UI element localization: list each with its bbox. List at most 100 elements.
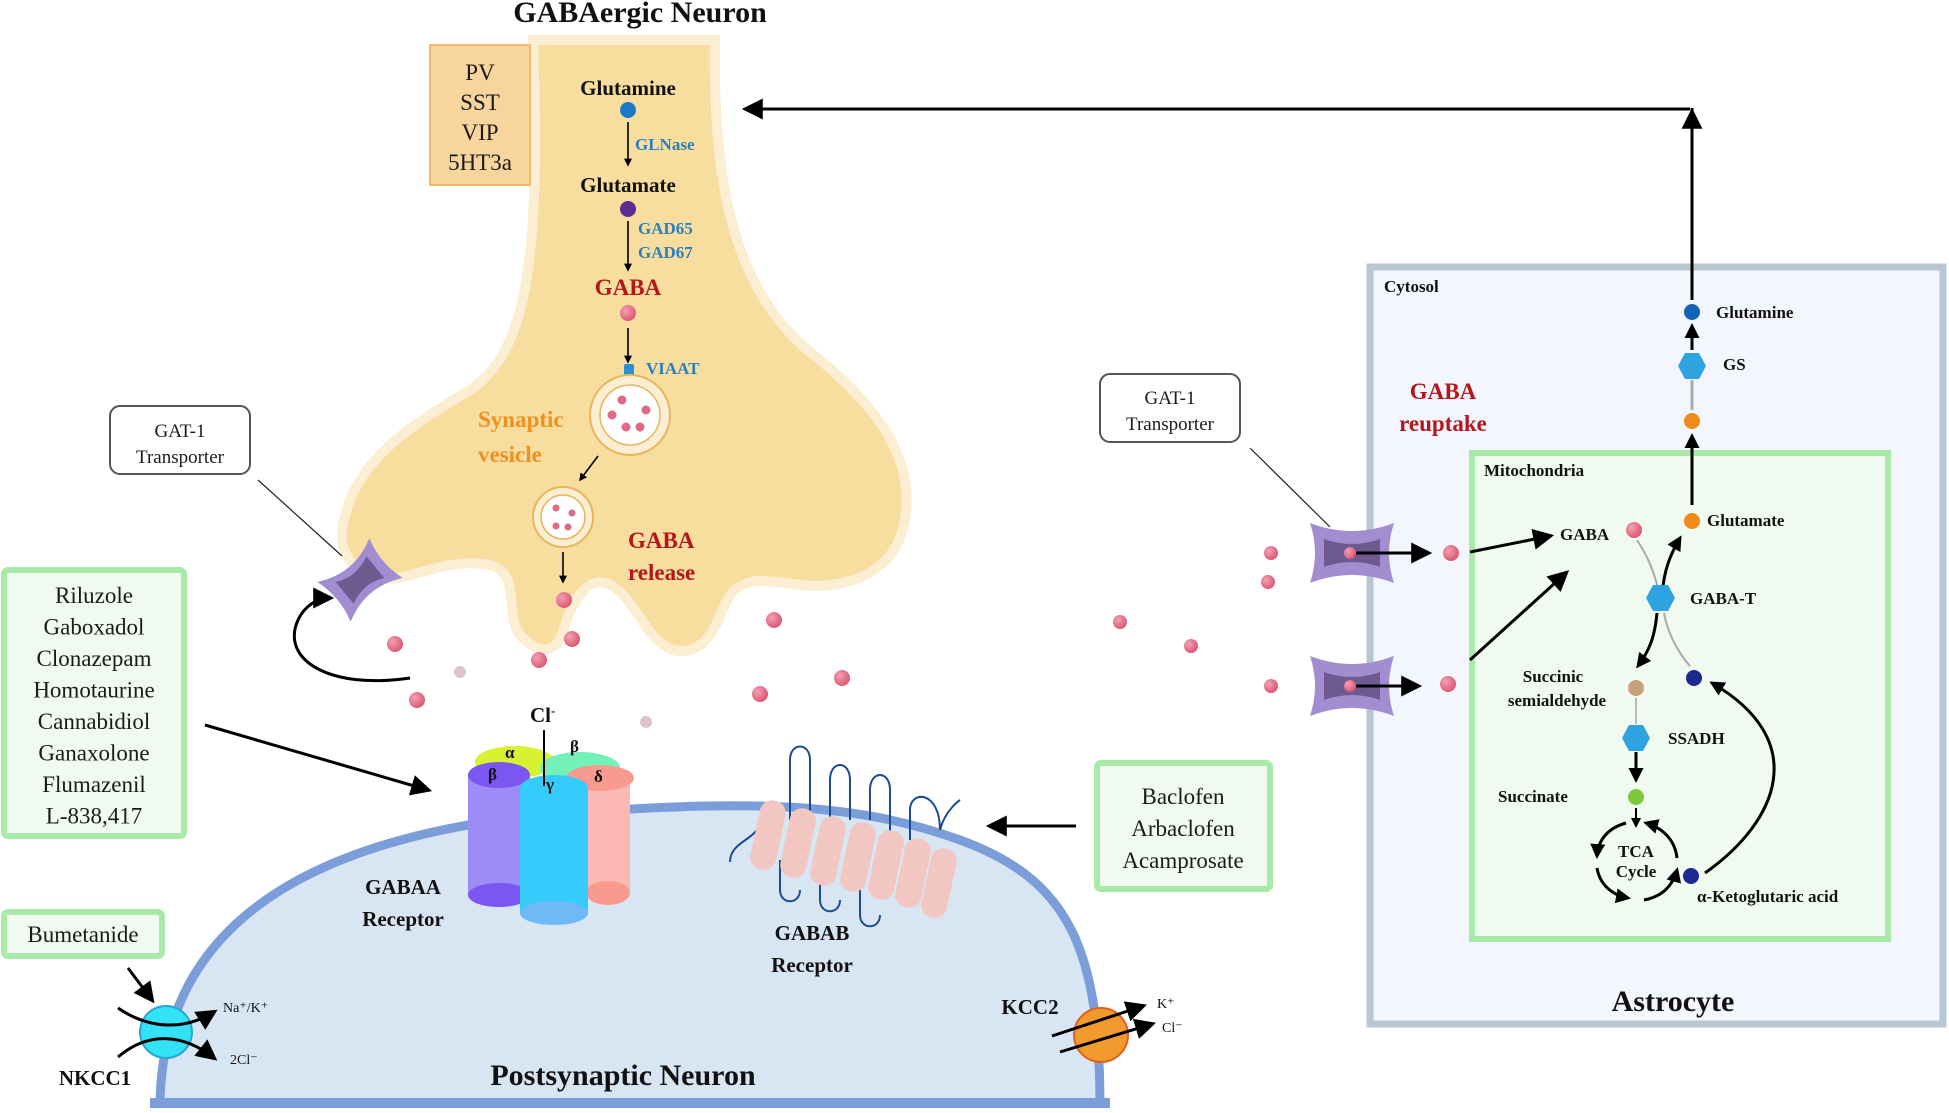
interneuron-subtypes-box: PV SST VIP 5HT3a <box>429 44 531 186</box>
tca-label-1: TCA <box>1618 842 1655 861</box>
gad67-label: GAD67 <box>638 243 693 262</box>
presyn-glutamine-label: Glutamine <box>580 76 676 100</box>
gabaa-receptor: α β β γ δ Cl- GABAA Receptor <box>362 703 634 931</box>
astro-gaba-molecule <box>1626 522 1642 538</box>
gat1-callout-left: GAT-1 Transporter <box>109 405 343 557</box>
subunit-beta-2: β <box>570 737 579 756</box>
viaat-label: VIAAT <box>646 359 700 378</box>
gabaa-label-2: Receptor <box>362 907 444 931</box>
ssa-label-2: semialdehyde <box>1508 691 1607 710</box>
subunit-delta: δ <box>594 767 603 786</box>
nkcc1-label: NKCC1 <box>59 1066 131 1090</box>
akg-molecule <box>1683 868 1699 884</box>
gabaa-label-1: GABAA <box>365 875 442 899</box>
gabab-receptor: GABAB Receptor <box>729 745 961 977</box>
gat1-right-line1: GAT-1 <box>1144 388 1195 409</box>
gaba-release-label-2: release <box>628 560 695 585</box>
presynaptic-title: GABAergic Neuron <box>513 0 767 29</box>
subunit-gamma: γ <box>545 775 554 794</box>
gat1-left-line1: GAT-1 <box>154 421 205 442</box>
tca-label-2: Cycle <box>1616 862 1657 881</box>
ssa-molecule <box>1628 680 1644 696</box>
astro-glutamine-molecule <box>1684 304 1700 320</box>
subtype-vip: VIP <box>461 120 498 145</box>
gaba-molecule <box>620 305 636 321</box>
gabab-drugs-item: Baclofen <box>1141 784 1225 809</box>
presyn-glutamate-label: Glutamate <box>580 173 676 197</box>
gaba-reuptake-label-2: reuptake <box>1399 411 1487 436</box>
kcc2-label: KCC2 <box>1001 995 1058 1019</box>
gabaa-drugs-item: Clonazepam <box>37 646 152 671</box>
nkcc1-ion-na-k: Na⁺/K⁺ <box>223 1001 268 1016</box>
astro-glutamate-precursor-molecule <box>1686 670 1702 686</box>
gs-enzyme-icon <box>1678 353 1706 379</box>
gad65-label: GAD65 <box>638 219 693 238</box>
kcc2-cotransporter: K⁺ Cl⁻ KCC2 <box>1001 995 1183 1063</box>
nkcc1-cotransporter: Bumetanide Na⁺/K⁺ 2Cl⁻ NKCC1 <box>1 909 268 1090</box>
gat1-transporter-right-bottom <box>1310 656 1394 716</box>
gaba-release-label-1: GABA <box>628 528 695 553</box>
nkcc1-ion-cl: 2Cl⁻ <box>230 1053 258 1068</box>
gat1-transporter-left <box>292 538 411 683</box>
mito-glutamate-molecule <box>1684 513 1700 529</box>
nkcc1-icon <box>139 1005 193 1059</box>
ssadh-enzyme-icon <box>1622 725 1650 751</box>
postsynaptic-title: Postsynaptic Neuron <box>490 1059 756 1092</box>
kcc2-ion-cl: Cl⁻ <box>1162 1021 1183 1036</box>
bumetanide-label: Bumetanide <box>27 922 138 947</box>
tca-cycle-icon: TCA Cycle <box>1590 808 1682 904</box>
succinate-molecule <box>1628 789 1644 805</box>
gaba-reuptake-label-1: GABA <box>1410 379 1477 404</box>
synaptic-vesicle-label-2: vesicle <box>478 442 542 467</box>
subunit-alpha: α <box>505 743 515 762</box>
glutamate-molecule <box>620 201 636 217</box>
synaptic-vesicle-label-1: Synaptic <box>478 407 564 432</box>
gabab-label-2: Receptor <box>771 953 853 977</box>
glnase-label: GLNase <box>635 135 695 154</box>
astrocyte-title: Astrocyte <box>1612 985 1735 1018</box>
akg-label: α-Ketoglutaric acid <box>1697 887 1839 906</box>
cytosol-label: Cytosol <box>1384 277 1439 296</box>
gaba-t-label: GABA-T <box>1690 589 1757 608</box>
gabab-label-1: GABAB <box>775 921 850 945</box>
gs-label: GS <box>1723 355 1746 374</box>
synaptic-cleft-gaba <box>387 592 850 728</box>
subtype-sst: SST <box>460 90 500 115</box>
docking-vesicle-icon <box>532 486 594 548</box>
gat1-callout-right: GAT-1 Transporter <box>1099 373 1331 528</box>
ssa-label-1: Succinic <box>1523 667 1584 686</box>
mitochondria-label: Mitochondria <box>1484 461 1585 480</box>
astro-glutamine-label: Glutamine <box>1716 303 1794 322</box>
subunit-beta-1: β <box>488 765 497 784</box>
gabaa-drugs-item: Flumazenil <box>42 772 145 797</box>
synaptic-vesicle-icon <box>589 374 671 456</box>
kcc2-ion-k: K⁺ <box>1157 997 1175 1012</box>
presyn-gaba-label: GABA <box>595 275 662 300</box>
gabaa-drugs-item: Riluzole <box>55 583 133 608</box>
astro-glutamate-label: Glutamate <box>1707 511 1785 530</box>
subtype-pv: PV <box>465 60 495 85</box>
gabab-drugs-item: Arbaclofen <box>1131 816 1235 841</box>
presynaptic-body <box>336 35 912 657</box>
gabaa-drugs-item: Homotaurine <box>33 678 154 703</box>
astro-gaba-label: GABA <box>1560 525 1610 544</box>
gabaa-drug-box: RiluzoleGaboxadolClonazepamHomotaurineCa… <box>1 567 433 839</box>
kcc2-icon <box>1073 1007 1129 1063</box>
presynaptic-terminal <box>336 35 912 657</box>
gabaa-drugs-item: L-838,417 <box>46 804 142 829</box>
gat1-right-line2: Transporter <box>1126 414 1215 435</box>
gaba-synthesis-pathway: Glutamine GLNase Glutamate GAD65 GAD67 G… <box>478 76 700 585</box>
gabaa-drugs-item: Cannabidiol <box>38 709 150 734</box>
ssadh-label: SSADH <box>1668 729 1725 748</box>
gaba-t-enzyme-icon <box>1646 585 1675 611</box>
succinate-label: Succinate <box>1498 787 1568 806</box>
cytosol-glutamate-molecule <box>1684 413 1700 429</box>
subtype-5ht3a: 5HT3a <box>448 150 512 175</box>
gat1-transporter-right-top <box>1310 523 1394 583</box>
gat1-transporters-right <box>1113 523 1570 716</box>
chloride-ion-label: Cl- <box>530 703 555 728</box>
gat1-left-line2: Transporter <box>136 447 225 468</box>
